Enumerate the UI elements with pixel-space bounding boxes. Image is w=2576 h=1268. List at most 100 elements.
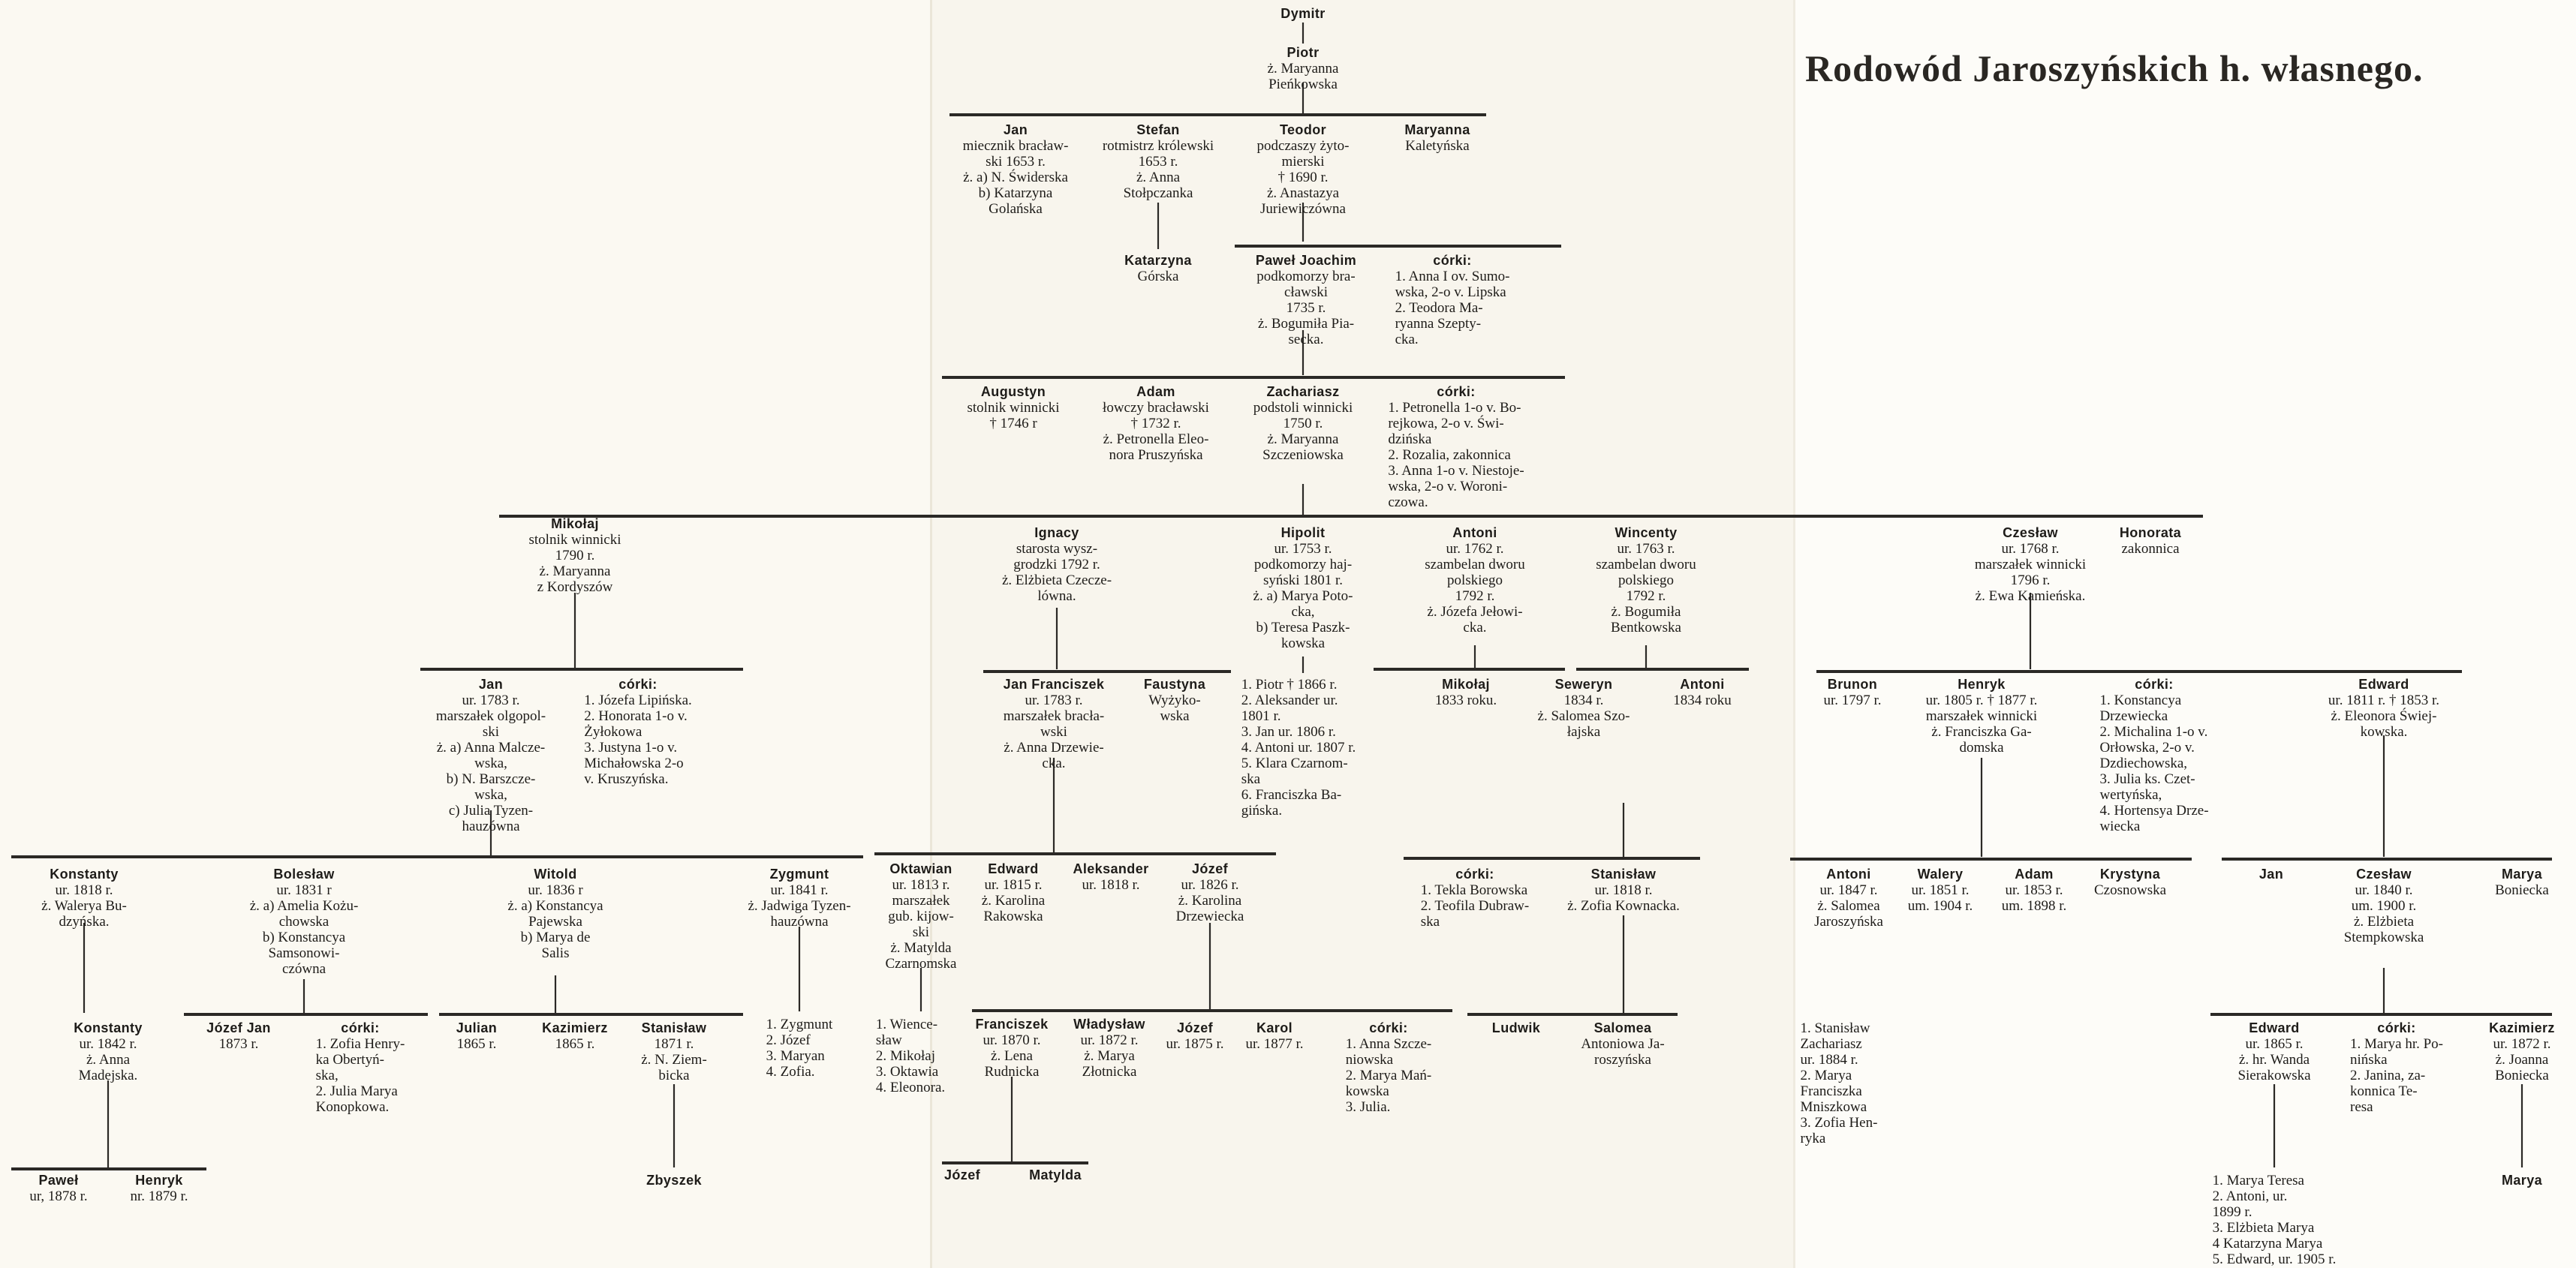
person-details: Górska xyxy=(1137,269,1179,284)
person-details: 1. Tekla Borowska 2. Teofila Dubraw- ska xyxy=(1420,882,1530,930)
person-corki-boleslaw: córki:1. Zofia Henry- ka Obertyń- ska, 2… xyxy=(316,1020,405,1115)
person-name: Aleksander xyxy=(1073,861,1149,876)
person-details: ur, 1878 r. xyxy=(29,1188,88,1204)
person-details: rotmistrz królewski 1653 r. ż. Anna Stoł… xyxy=(1102,138,1214,201)
person-details: ur. 1762 r. szambelan dworu polskiego 17… xyxy=(1425,541,1525,636)
person-name: Kazimierz xyxy=(2489,1020,2555,1035)
person-name: Katarzyna xyxy=(1124,253,1192,268)
person-details: 1. Petronella 1-o v. Bo- rejkowa, 2-o v.… xyxy=(1388,400,1524,510)
person-name: Jan Franciszek xyxy=(1003,677,1105,692)
page-fold-right xyxy=(1794,0,2576,1268)
person-name: Brunon xyxy=(1827,677,1878,692)
person-details: ur. 1811 r. † 1853 r. ż. Eleonora Świej-… xyxy=(2328,693,2440,740)
person-details: 1. Marya Teresa 2. Antoni, ur. 1899 r. 3… xyxy=(2212,1173,2337,1267)
person-details: ur. 1836 r ż. a) Konstancya Pajewska b) … xyxy=(507,882,603,961)
person-name: córki: xyxy=(1433,253,1472,268)
page-fold-middle xyxy=(931,0,1794,1268)
person-name: Matylda xyxy=(1029,1167,1082,1182)
person-details: 1865 r. xyxy=(555,1036,595,1052)
person-name: Augustyn xyxy=(980,384,1046,399)
person-name: córki: xyxy=(2377,1020,2416,1035)
person-name: Mikołaj xyxy=(551,516,599,531)
person-details: stolnik winnicki † 1746 r xyxy=(967,400,1060,431)
person-corki-czeslaw: córki:1. Konstancya Drzewiecka 2. Michal… xyxy=(2099,677,2208,834)
person-name: Józef xyxy=(943,1167,981,1182)
person-details: ur. 1865 r. ż. hr. Wanda Sierakowska xyxy=(2237,1036,2311,1083)
person-name: Marya xyxy=(2501,867,2543,882)
person-jozef-fr: Józef xyxy=(944,1167,980,1183)
person-details: Czosnowska xyxy=(2093,882,2167,898)
person-name: Antoni xyxy=(1826,867,1871,882)
person-name: Józef Jan xyxy=(206,1020,271,1035)
person-name: Franciszek xyxy=(975,1017,1049,1032)
person-name: Paweł xyxy=(38,1173,79,1188)
person-name: Konstanty xyxy=(74,1020,143,1035)
person-name: Julian xyxy=(456,1020,498,1035)
person-corki-jan1783: córki:1. Józefa Lipińska. 2. Honorata 1-… xyxy=(584,677,692,787)
person-details: Boniecka xyxy=(2495,882,2549,898)
page-fold-left xyxy=(0,0,931,1268)
diagram-title: Rodowód Jaroszyńskich h. własnego. xyxy=(1805,47,2424,89)
person-name: Józef xyxy=(1191,861,1228,876)
person-details: 1. Zofia Henry- ka Obertyń- ska, 2. Juli… xyxy=(315,1036,405,1115)
person-name: Kazimierz xyxy=(542,1020,608,1035)
person-name: Faustyna xyxy=(1143,677,1206,692)
person-name: Jan xyxy=(478,677,504,692)
person-details: 1. Marya hr. Po- nińska 2. Janina, za- k… xyxy=(2349,1036,2444,1115)
person-details: 1. Konstancya Drzewiecka 2. Michalina 1-… xyxy=(2099,693,2209,834)
person-name: Ignacy xyxy=(1034,525,1079,540)
person-details: 1. Wience- sław 2. Mikołaj 3. Oktawia 4.… xyxy=(875,1017,946,1095)
person-details: ur. 1842 r. ż. Anna Madejska. xyxy=(78,1036,138,1083)
person-name: Walery xyxy=(1917,867,1964,882)
person-name: Czesław xyxy=(2356,867,2412,882)
person-name: Edward xyxy=(2249,1020,2300,1035)
person-details: ur. 1797 r. xyxy=(1823,693,1882,708)
person-name: Seweryn xyxy=(1554,677,1613,692)
person-details: ur. 1872 r. ż. Marya Złotnicka xyxy=(1080,1032,1139,1080)
person-antoni-dzieci: 1. Stanisław Zachariasz ur. 1884 r. 2. M… xyxy=(1801,1020,1878,1146)
person-details: 1. Anna Szcze- niowska 2. Marya Mań- kow… xyxy=(1345,1036,1432,1115)
person-details: Wyżyko- wska xyxy=(1148,693,1201,724)
person-matylda: Matylda xyxy=(1029,1167,1082,1183)
person-name: Henryk xyxy=(1958,677,2006,692)
person-details: Kaletyńska xyxy=(1405,138,1470,154)
person-details: ur. 1840 r. um. 1900 r. ż. Elżbieta Stem… xyxy=(2343,882,2424,945)
person-name: Marya xyxy=(2501,1173,2543,1188)
person-name: Adam xyxy=(1136,384,1175,399)
person-name: Zygmunt xyxy=(769,867,829,882)
person-name: Zbyszek xyxy=(646,1173,702,1188)
person-name: córki: xyxy=(341,1020,380,1035)
person-details: stolnik winnicki 1790 r. ż. Maryanna z K… xyxy=(528,532,621,595)
person-details: 1873 r. xyxy=(218,1036,259,1052)
person-corki-czeslaw1840: córki:1. Marya hr. Po- nińska 2. Janina,… xyxy=(2350,1020,2443,1115)
person-corki-jozef: córki:1. Anna Szcze- niowska 2. Marya Ma… xyxy=(1346,1020,1432,1115)
person-details: 1. Józefa Lipińska. 2. Honorata 1-o v. Ż… xyxy=(584,693,692,787)
person-name: Konstanty xyxy=(50,867,119,882)
person-hipolit-dzieci: 1. Piotr † 1866 r. 2. Aleksander ur. 180… xyxy=(1241,677,1356,819)
person-jan-edward: Jan xyxy=(2259,867,2283,882)
person-details: 1. Piotr † 1866 r. 2. Aleksander ur. 180… xyxy=(1241,677,1356,819)
person-name: córki: xyxy=(618,677,658,692)
person-name: Edward xyxy=(988,861,1039,876)
